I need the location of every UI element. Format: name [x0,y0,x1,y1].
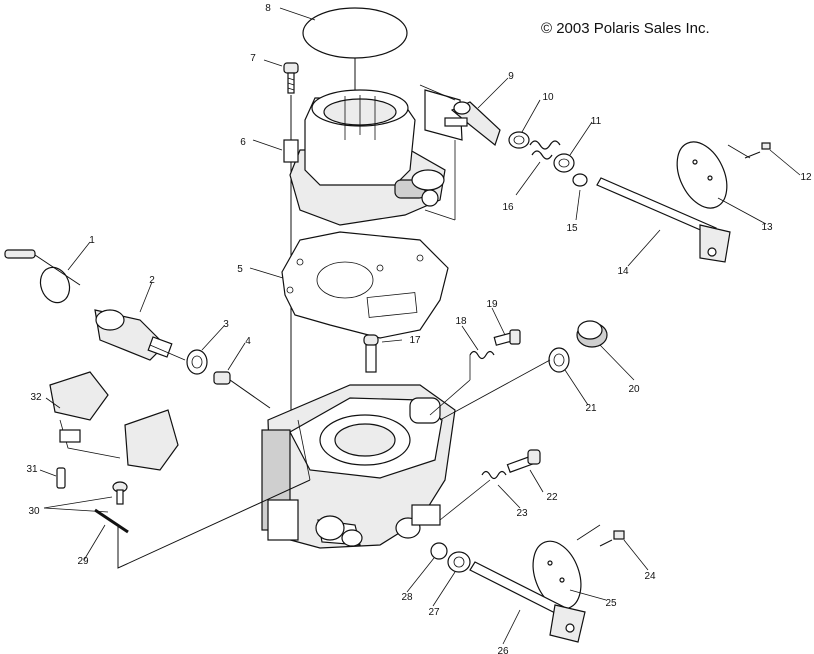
part-21-o-ring [548,347,570,373]
part-16-spring [529,140,561,160]
callout-24: 24 [644,571,656,582]
part-17-needle-seat [363,334,379,373]
callout-18: 18 [455,316,467,327]
callout-leaders [39,7,801,645]
callout-16: 16 [502,202,514,213]
callout-19: 19 [486,299,498,310]
callout-28: 28 [401,592,413,603]
assembly-guide-lines [149,84,751,541]
callout-32: 32 [30,392,42,403]
callout-23: 23 [516,508,528,519]
part-3-o-ring [186,349,208,375]
part-1-jet-needle [4,249,81,304]
part-19-screw [493,329,521,346]
callout-26: 26 [497,646,509,654]
part-29-pin [94,479,311,569]
part-28-washer [430,542,448,560]
callout-21: 21 [585,403,597,414]
part-15-washer [572,173,588,187]
callout-7: 7 [250,53,256,64]
part-23-spring [481,470,507,480]
callout-2: 2 [149,275,155,286]
part-32-float [49,371,179,471]
copyright-notice: © 2003 Polaris Sales Inc. [541,20,710,37]
callout-8: 8 [265,3,271,14]
callout-31: 31 [26,464,38,475]
part-30-screw [112,481,128,505]
callout-25: 25 [605,598,617,609]
callout-1: 1 [89,235,95,246]
callout-13: 13 [761,222,773,233]
part-13-throttle-plate [676,141,728,209]
part-8-gasket-disc [302,7,408,100]
part-10-washer [508,131,530,149]
part-20-plug [576,320,608,348]
callout-15: 15 [566,223,578,234]
callout-9: 9 [508,71,514,82]
lower-carburetor-body [261,384,456,549]
callout-12: 12 [800,172,812,183]
callout-29: 29 [77,556,89,567]
callout-6: 6 [240,137,246,148]
callout-27: 27 [428,607,440,618]
part-11-washer [553,153,575,173]
callout-30: 30 [28,506,40,517]
callout-11: 11 [591,116,602,127]
callout-20: 20 [628,384,640,395]
callout-14: 14 [617,266,629,277]
part-7-screw [283,62,299,420]
part-12-screw [744,142,771,159]
part-27-washer [447,551,471,573]
callout-4: 4 [245,336,251,347]
part-31-needle [56,467,66,489]
part-14-throttle-shaft [596,177,731,263]
part-9-lever [424,89,501,147]
callout-3: 3 [223,319,229,330]
callout-17: 17 [409,335,421,346]
callout-10: 10 [542,92,554,103]
part-24-screw [599,530,625,547]
part-26-throttle-shaft [469,561,586,643]
callout-5: 5 [237,264,243,275]
part-6-upper-body [283,89,446,226]
callout-22: 22 [546,492,558,503]
part-22-screw [506,449,541,473]
part-18-spring [469,350,495,360]
part-5-gasket-plate [281,231,449,339]
callout-numbers: 8 7 6 5 9 10 11 16 15 12 13 14 1 2 3 4 1… [26,3,812,654]
part-2-fuel-solenoid [94,309,173,361]
part-4-fitting [213,371,271,409]
